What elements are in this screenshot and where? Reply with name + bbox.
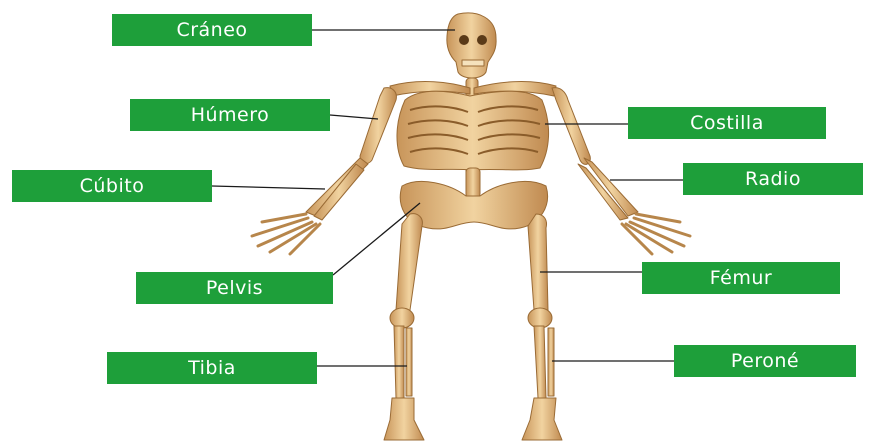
label-pelvis: Pelvis: [136, 272, 333, 304]
leader-humero: [330, 115, 378, 119]
leader-cubito: [212, 186, 325, 189]
label-craneo: Cráneo: [112, 14, 312, 46]
skull: [447, 13, 496, 78]
label-tibia: Tibia: [107, 352, 317, 384]
label-cubito: Cúbito: [12, 170, 212, 202]
label-costilla: Costilla: [628, 107, 826, 139]
label-perone: Peroné: [674, 345, 856, 377]
rib-cage: [397, 91, 549, 170]
label-femur: Fémur: [642, 262, 840, 294]
label-radio: Radio: [683, 163, 863, 195]
label-humero: Húmero: [130, 99, 330, 131]
